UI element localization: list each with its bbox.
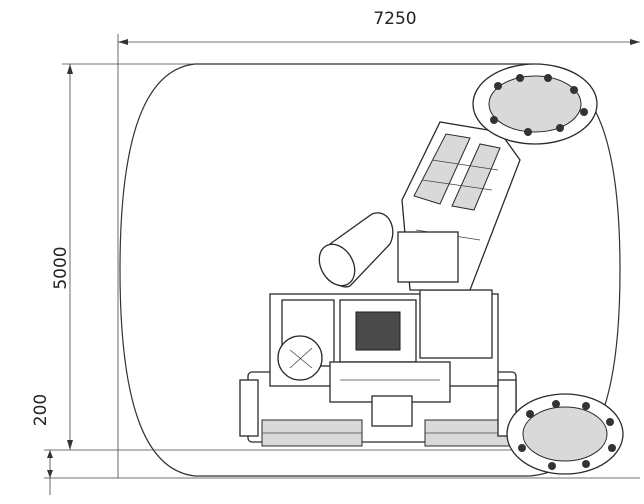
machine-body — [269, 289, 499, 427]
boom-rib-1 — [421, 179, 493, 191]
pick-b2 — [552, 400, 560, 408]
hydraulic-cylinder — [318, 212, 394, 288]
boom-base — [397, 231, 459, 283]
slew-unit — [355, 311, 401, 351]
width-dimension: 7250 — [117, 9, 640, 478]
pick-3 — [544, 74, 552, 82]
cutting-profile-outline — [119, 63, 621, 477]
pick-b8 — [518, 444, 526, 452]
pick-2 — [516, 74, 524, 82]
cutting-boom — [397, 121, 521, 291]
height-dimension: 5000 — [51, 63, 230, 450]
pick-4 — [570, 86, 578, 94]
clearance-label: 200 — [31, 394, 51, 426]
pump-housing-right — [419, 289, 493, 359]
pick-b3 — [582, 402, 590, 410]
pick-b5 — [608, 444, 616, 452]
cutter-head-bottom — [506, 393, 624, 475]
boom-rib-2 — [431, 159, 499, 171]
pick-5 — [580, 108, 588, 116]
pick-7 — [524, 128, 532, 136]
pick-b1 — [526, 410, 534, 418]
cutter-head-top — [472, 63, 598, 145]
width-arrow-right — [630, 39, 640, 45]
pick-b7 — [548, 462, 556, 470]
width-arrow-left — [118, 39, 128, 45]
side-plate-left — [239, 379, 259, 437]
lower-housing — [329, 361, 451, 403]
fan-blade-b — [289, 347, 313, 369]
height-arrow-top — [67, 64, 73, 74]
width-label: 7250 — [373, 9, 416, 29]
cutter-head-top-core — [488, 75, 582, 133]
height-label: 5000 — [51, 246, 71, 289]
pick-6 — [556, 124, 564, 132]
pick-8 — [490, 116, 498, 124]
boom-rail-right — [451, 143, 501, 211]
boom-rail-left — [413, 133, 471, 205]
clearance-arrow-top — [47, 450, 53, 458]
height-arrow-bottom — [67, 440, 73, 450]
clearance-arrow-bottom — [47, 470, 53, 478]
front-conveyor — [371, 395, 413, 427]
cutter-head-bottom-core — [522, 406, 608, 462]
fan-blade-a — [289, 349, 313, 369]
pick-b4 — [606, 418, 614, 426]
clearance-dimension: 200 — [31, 394, 640, 495]
pick-b6 — [582, 460, 590, 468]
pick-1 — [494, 82, 502, 90]
cylinder-end — [318, 243, 356, 287]
